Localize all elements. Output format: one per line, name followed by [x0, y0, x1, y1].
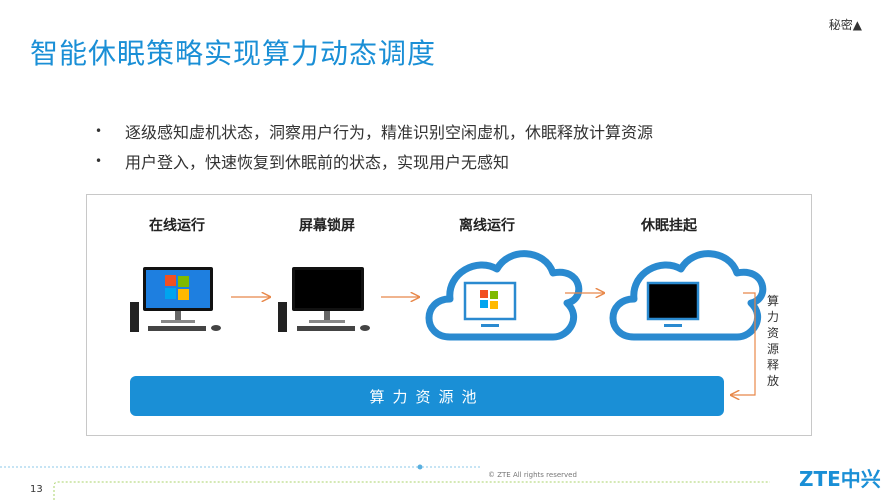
cloud-suspended-icon: [609, 250, 767, 341]
release-arrow: [731, 292, 756, 395]
bullet-item: • 逐级感知虚机状态，洞察用户行为，精准识别空闲虚机，休眠释放计算资源: [95, 116, 653, 146]
bullet-dot: •: [95, 154, 103, 168]
stage-label-online: 在线运行: [149, 218, 205, 234]
bullet-text: 逐级感知虚机状态，洞察用户行为，精准识别空闲虚机，休眠释放计算资源: [125, 123, 654, 142]
page-title: 智能休眠策略实现算力动态调度: [30, 37, 437, 70]
hibernation-diagram: 在线运行 屏幕锁屏 离线运行 休眠挂起: [86, 194, 812, 436]
bullet-item: • 用户登入，快速恢复到休眠前的状态，实现用户无感知: [95, 146, 653, 176]
zte-logo: ZTE中兴: [799, 467, 881, 491]
page-number: 13: [30, 484, 43, 495]
bullet-text: 用户登入，快速恢复到休眠前的状态，实现用户无感知: [125, 153, 510, 172]
stage-label-suspended: 休眠挂起: [641, 218, 697, 234]
release-label: 算力资源释放: [766, 294, 779, 388]
cloud-offline-icon: [425, 250, 583, 341]
compute-pool: 算力资源池: [130, 376, 724, 416]
bullet-dot: •: [95, 124, 103, 138]
footer-decoration: [0, 464, 770, 500]
stage-label-offline: 离线运行: [459, 218, 515, 234]
bullet-list: • 逐级感知虚机状态，洞察用户行为，精准识别空闲虚机，休眠释放计算资源 • 用户…: [95, 116, 653, 176]
desktop-locked-icon: [278, 267, 370, 332]
copyright-text: © ZTE All rights reserved: [488, 471, 577, 479]
confidential-mark: 秘密▲: [828, 18, 862, 32]
diagram-graphics: [130, 250, 767, 435]
stage-label-locked: 屏幕锁屏: [299, 218, 355, 234]
desktop-online-icon: [130, 267, 221, 332]
